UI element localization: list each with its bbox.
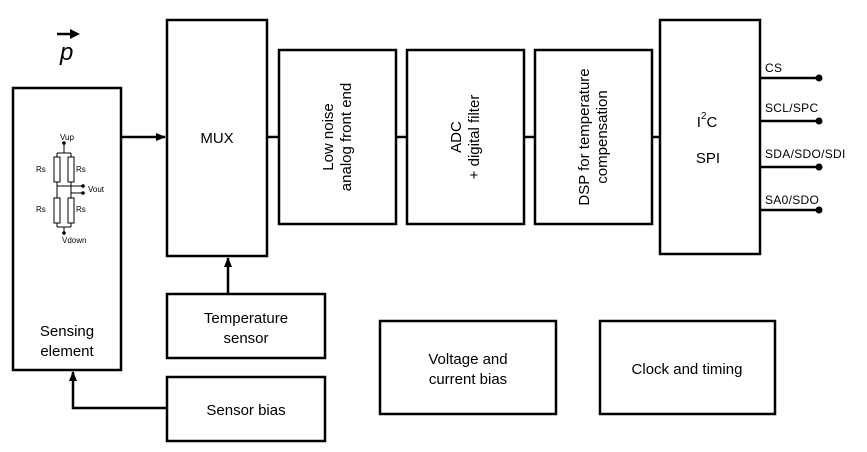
sensor-bias-block: Sensor bias xyxy=(165,375,327,443)
wheatstone-bridge: Vup Vdown Vout Rs Rs Rs Rs xyxy=(36,133,105,245)
voltage-current-bias-block: Voltage and current bias xyxy=(378,319,558,416)
dsp-label-line2: compensation xyxy=(594,90,611,183)
interface-block: I2C SPI xyxy=(658,18,762,256)
temp-sensor-label-line2: sensor xyxy=(223,330,268,347)
sensing-element-label-line2: element xyxy=(40,343,94,360)
rs-label: Rs xyxy=(76,205,86,214)
pin-sa0-sdo: SA0/SDO xyxy=(760,193,823,214)
adc-block: ADC + digital filter xyxy=(405,48,526,226)
afe-label-line1: Low noise xyxy=(320,103,337,171)
spi-label: SPI xyxy=(696,150,720,167)
voltage-bias-label-line1: Voltage and xyxy=(428,351,507,368)
dsp-block: DSP for temperature compensation xyxy=(533,48,654,226)
rs-label: Rs xyxy=(76,165,86,174)
rs-label: Rs xyxy=(36,165,46,174)
analog-front-end-block: Low noise analog front end xyxy=(277,48,398,226)
vout-label: Vout xyxy=(88,185,105,194)
clock-label: Clock and timing xyxy=(632,361,743,378)
adc-label-line1: ADC xyxy=(448,121,465,153)
temp-sensor-label-line1: Temperature xyxy=(204,310,288,327)
pin-scl-spc: SCL/SPC xyxy=(760,101,823,125)
sensing-element-block: Vup Vdown Vout Rs Rs Rs Rs xyxy=(11,86,123,372)
pin-label: SCL/SPC xyxy=(765,101,818,115)
voltage-bias-label-line2: current bias xyxy=(429,371,507,388)
pin-dot xyxy=(815,117,823,125)
clock-timing-block: Clock and timing xyxy=(598,319,777,416)
mux-label: MUX xyxy=(200,130,233,147)
dsp-label-line1: DSP for temperature xyxy=(576,68,593,205)
pin-cs: CS xyxy=(760,61,823,82)
pin-dot xyxy=(815,163,823,171)
temperature-sensor-block: Temperature sensor xyxy=(165,292,327,360)
afe-label-line2: analog front end xyxy=(338,83,355,191)
vector-arrow-head xyxy=(70,29,80,39)
pin-label: CS xyxy=(765,61,782,75)
vdown-label: Vdown xyxy=(62,236,86,245)
rs-label: Rs xyxy=(36,205,46,214)
adc-label-line2: + digital filter xyxy=(466,95,483,180)
pressure-label: p xyxy=(59,39,73,66)
pin-label: SDA/SDO/SDI xyxy=(765,147,846,161)
i2c-label: I2C xyxy=(697,111,718,131)
vup-label: Vup xyxy=(60,133,74,142)
pressure-vector-symbol: p xyxy=(57,29,80,66)
sensor-bias-label: Sensor bias xyxy=(206,402,285,419)
pin-label: SA0/SDO xyxy=(765,193,819,207)
pin-dot xyxy=(815,74,823,82)
mux-block: MUX xyxy=(165,18,269,258)
pin-sda-sdo-sdi: SDA/SDO/SDI xyxy=(760,147,846,171)
pin-dot xyxy=(815,206,823,214)
sensing-element-label-line1: Sensing xyxy=(40,323,94,340)
bias-to-sensing-arrow xyxy=(69,371,167,410)
